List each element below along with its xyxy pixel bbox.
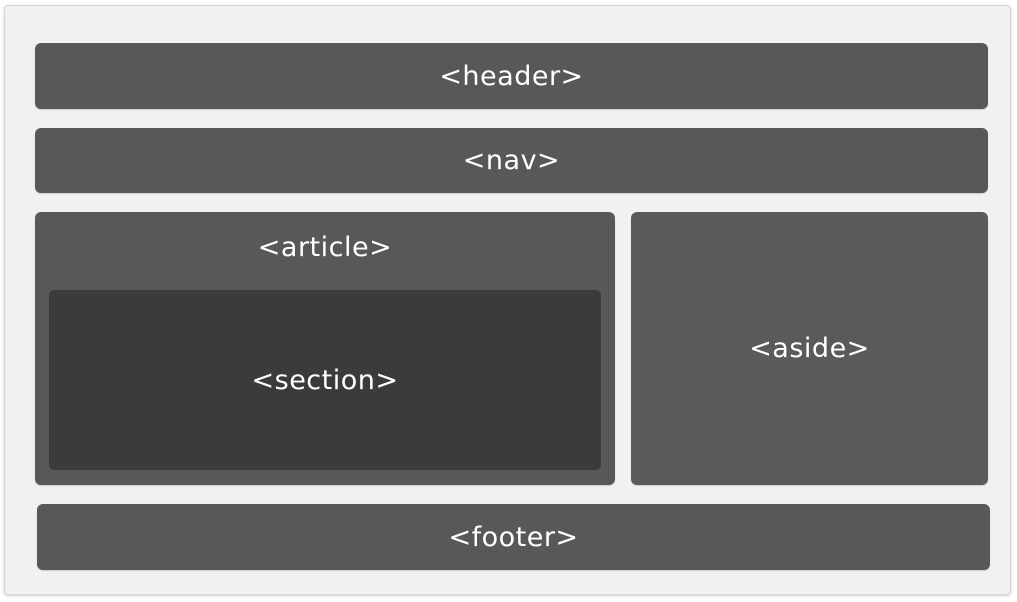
header-block: <header> xyxy=(35,43,988,109)
footer-label: <footer> xyxy=(448,521,579,553)
nav-label: <nav> xyxy=(462,145,561,176)
aside-label: <aside> xyxy=(749,333,870,364)
section-label: <section> xyxy=(251,364,399,396)
section-block: <section> xyxy=(49,290,601,470)
aside-block: <aside> xyxy=(631,212,988,485)
article-block: <article> <section> xyxy=(35,212,615,485)
nav-block: <nav> xyxy=(35,128,988,193)
article-label: <article> xyxy=(257,232,393,263)
header-label: <header> xyxy=(439,60,584,92)
layout-diagram-frame: <header> <nav> <article> <section> <asid… xyxy=(4,5,1011,595)
footer-block: <footer> xyxy=(37,504,990,570)
